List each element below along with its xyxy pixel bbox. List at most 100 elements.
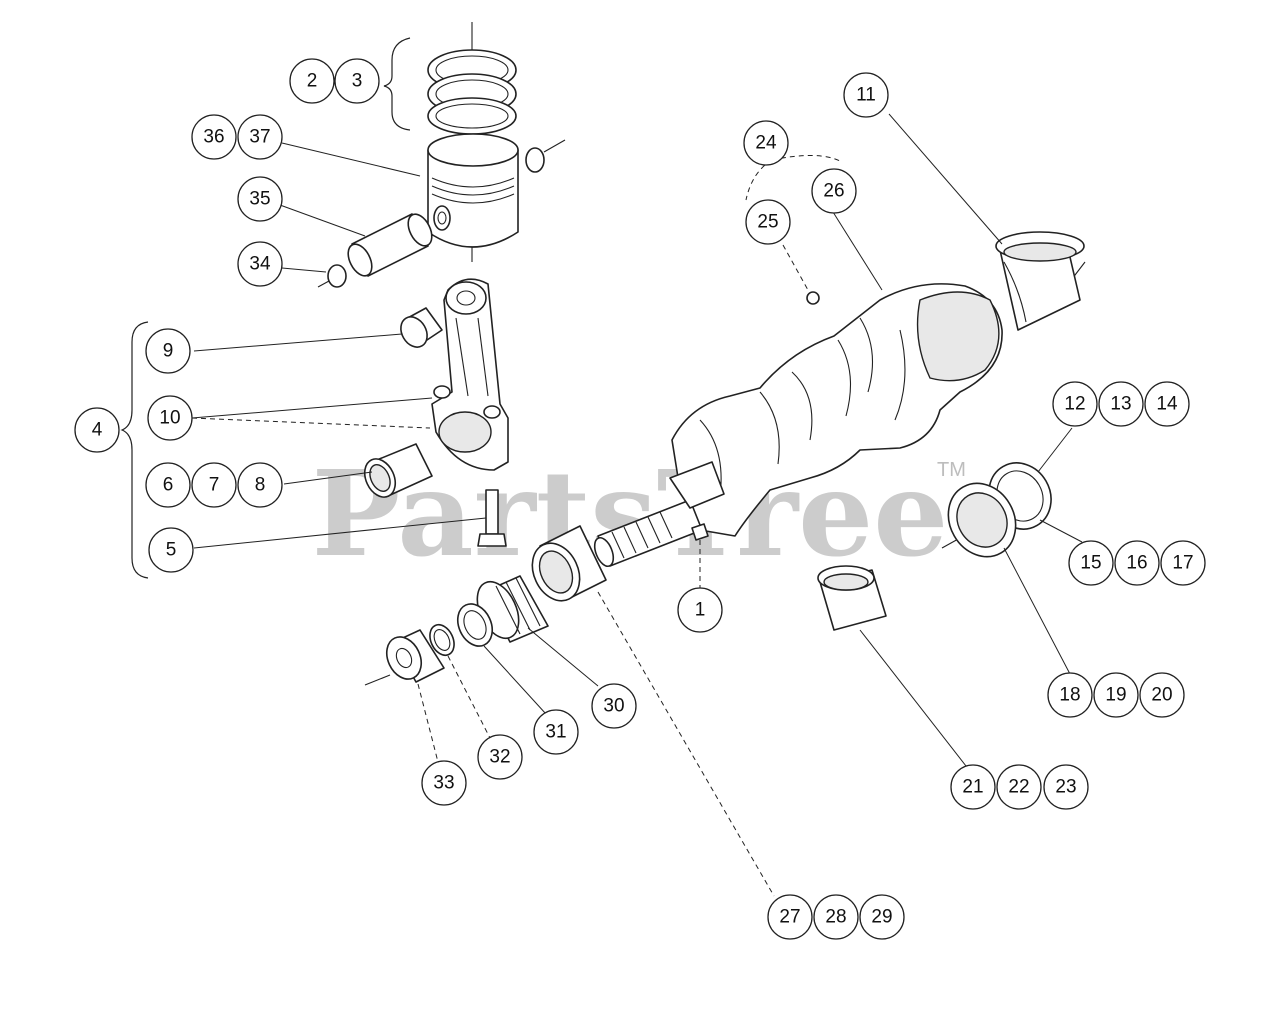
braces xyxy=(120,37,411,579)
svg-text:6: 6 xyxy=(163,475,174,496)
svg-text:2: 2 xyxy=(307,71,318,92)
callout-4[interactable]: 4 xyxy=(74,407,120,453)
svg-text:10: 10 xyxy=(159,408,180,429)
svg-text:24: 24 xyxy=(755,133,777,154)
svg-text:8: 8 xyxy=(255,475,266,496)
piston-rings xyxy=(427,49,517,135)
callout-16[interactable]: 16 xyxy=(1114,540,1160,586)
callout-17[interactable]: 17 xyxy=(1160,540,1206,586)
callout-3[interactable]: 3 xyxy=(334,58,380,104)
svg-text:31: 31 xyxy=(545,722,566,743)
callout-2[interactable]: 2 xyxy=(289,58,335,104)
plug xyxy=(806,291,820,305)
svg-text:30: 30 xyxy=(603,696,624,717)
svg-text:17: 17 xyxy=(1172,553,1193,574)
piston-pin xyxy=(347,213,433,277)
svg-text:15: 15 xyxy=(1080,553,1101,574)
svg-text:1: 1 xyxy=(695,600,706,621)
key xyxy=(691,523,709,541)
main-bearing-top xyxy=(995,231,1085,331)
callout-21[interactable]: 21 xyxy=(950,764,996,810)
callout-6[interactable]: 6 xyxy=(145,462,191,508)
svg-text:26: 26 xyxy=(823,181,844,202)
callout-5[interactable]: 5 xyxy=(148,527,194,573)
watermark-trademark: TM xyxy=(937,459,966,481)
callout-13[interactable]: 13 xyxy=(1098,381,1144,427)
callout-15[interactable]: 15 xyxy=(1068,540,1114,586)
callout-25[interactable]: 25 xyxy=(745,199,791,245)
callout-32[interactable]: 32 xyxy=(477,734,523,780)
svg-text:5: 5 xyxy=(166,540,177,561)
svg-text:22: 22 xyxy=(1008,777,1029,798)
svg-text:13: 13 xyxy=(1110,394,1131,415)
svg-text:23: 23 xyxy=(1055,777,1076,798)
callout-35[interactable]: 35 xyxy=(237,176,283,222)
callout-18[interactable]: 18 xyxy=(1047,672,1093,718)
callout-28[interactable]: 28 xyxy=(813,894,859,940)
callout-34[interactable]: 34 xyxy=(237,241,283,287)
callout-27[interactable]: 27 xyxy=(767,894,813,940)
svg-text:37: 37 xyxy=(249,127,270,148)
connecting-rod xyxy=(431,278,509,471)
callout-31[interactable]: 31 xyxy=(533,709,579,755)
callout-22[interactable]: 22 xyxy=(996,764,1042,810)
callout-10[interactable]: 10 xyxy=(147,395,193,441)
svg-text:29: 29 xyxy=(871,907,892,928)
callout-7[interactable]: 7 xyxy=(191,462,237,508)
svg-text:34: 34 xyxy=(249,254,271,275)
svg-text:19: 19 xyxy=(1105,685,1126,706)
svg-text:28: 28 xyxy=(825,907,846,928)
svg-text:16: 16 xyxy=(1126,553,1147,574)
front-bearing xyxy=(531,525,607,602)
svg-text:20: 20 xyxy=(1151,685,1172,706)
svg-text:21: 21 xyxy=(962,777,983,798)
svg-text:9: 9 xyxy=(163,341,174,362)
rod-bearing xyxy=(363,443,433,498)
svg-text:33: 33 xyxy=(433,773,454,794)
callout-23[interactable]: 23 xyxy=(1043,764,1089,810)
piston xyxy=(427,133,519,248)
svg-text:7: 7 xyxy=(209,475,220,496)
collar xyxy=(385,629,445,683)
callout-20[interactable]: 20 xyxy=(1139,672,1185,718)
callout-12[interactable]: 12 xyxy=(1052,381,1098,427)
small-end-bushing xyxy=(400,307,443,348)
svg-text:36: 36 xyxy=(203,127,224,148)
thrust-washer-group xyxy=(947,462,1052,558)
brace-2-3 xyxy=(383,37,411,131)
callouts: 1 2 3 4 5 6 7 8 9 10 11 12 13 14 15 16 1… xyxy=(74,58,1206,940)
callout-11[interactable]: 11 xyxy=(843,72,889,118)
callout-19[interactable]: 19 xyxy=(1093,672,1139,718)
svg-text:11: 11 xyxy=(856,85,876,106)
svg-text:12: 12 xyxy=(1064,394,1085,415)
callout-30[interactable]: 30 xyxy=(591,683,637,729)
svg-text:27: 27 xyxy=(779,907,800,928)
leader-lines xyxy=(191,113,1083,897)
main-bearing-bottom xyxy=(817,565,887,631)
crankshaft xyxy=(593,283,1003,568)
callout-8[interactable]: 8 xyxy=(237,462,283,508)
svg-text:18: 18 xyxy=(1059,685,1080,706)
callout-24[interactable]: 24 xyxy=(743,120,789,166)
svg-text:14: 14 xyxy=(1156,394,1178,415)
rod-bolt xyxy=(477,489,507,547)
shim xyxy=(456,603,494,647)
callout-29[interactable]: 29 xyxy=(859,894,905,940)
callout-9[interactable]: 9 xyxy=(145,328,191,374)
brace-4 xyxy=(120,321,149,579)
svg-text:4: 4 xyxy=(92,420,103,441)
svg-text:3: 3 xyxy=(352,71,363,92)
callout-26[interactable]: 26 xyxy=(811,168,857,214)
crank-gear xyxy=(476,575,549,643)
callout-36[interactable]: 36 xyxy=(191,114,237,160)
callout-1[interactable]: 1 xyxy=(677,587,723,633)
callout-37[interactable]: 37 xyxy=(237,114,283,160)
parts xyxy=(317,22,1086,686)
svg-text:35: 35 xyxy=(249,189,270,210)
svg-text:25: 25 xyxy=(757,212,778,233)
callout-33[interactable]: 33 xyxy=(421,760,467,806)
washer xyxy=(429,623,455,657)
svg-text:32: 32 xyxy=(489,747,510,768)
callout-14[interactable]: 14 xyxy=(1144,381,1190,427)
